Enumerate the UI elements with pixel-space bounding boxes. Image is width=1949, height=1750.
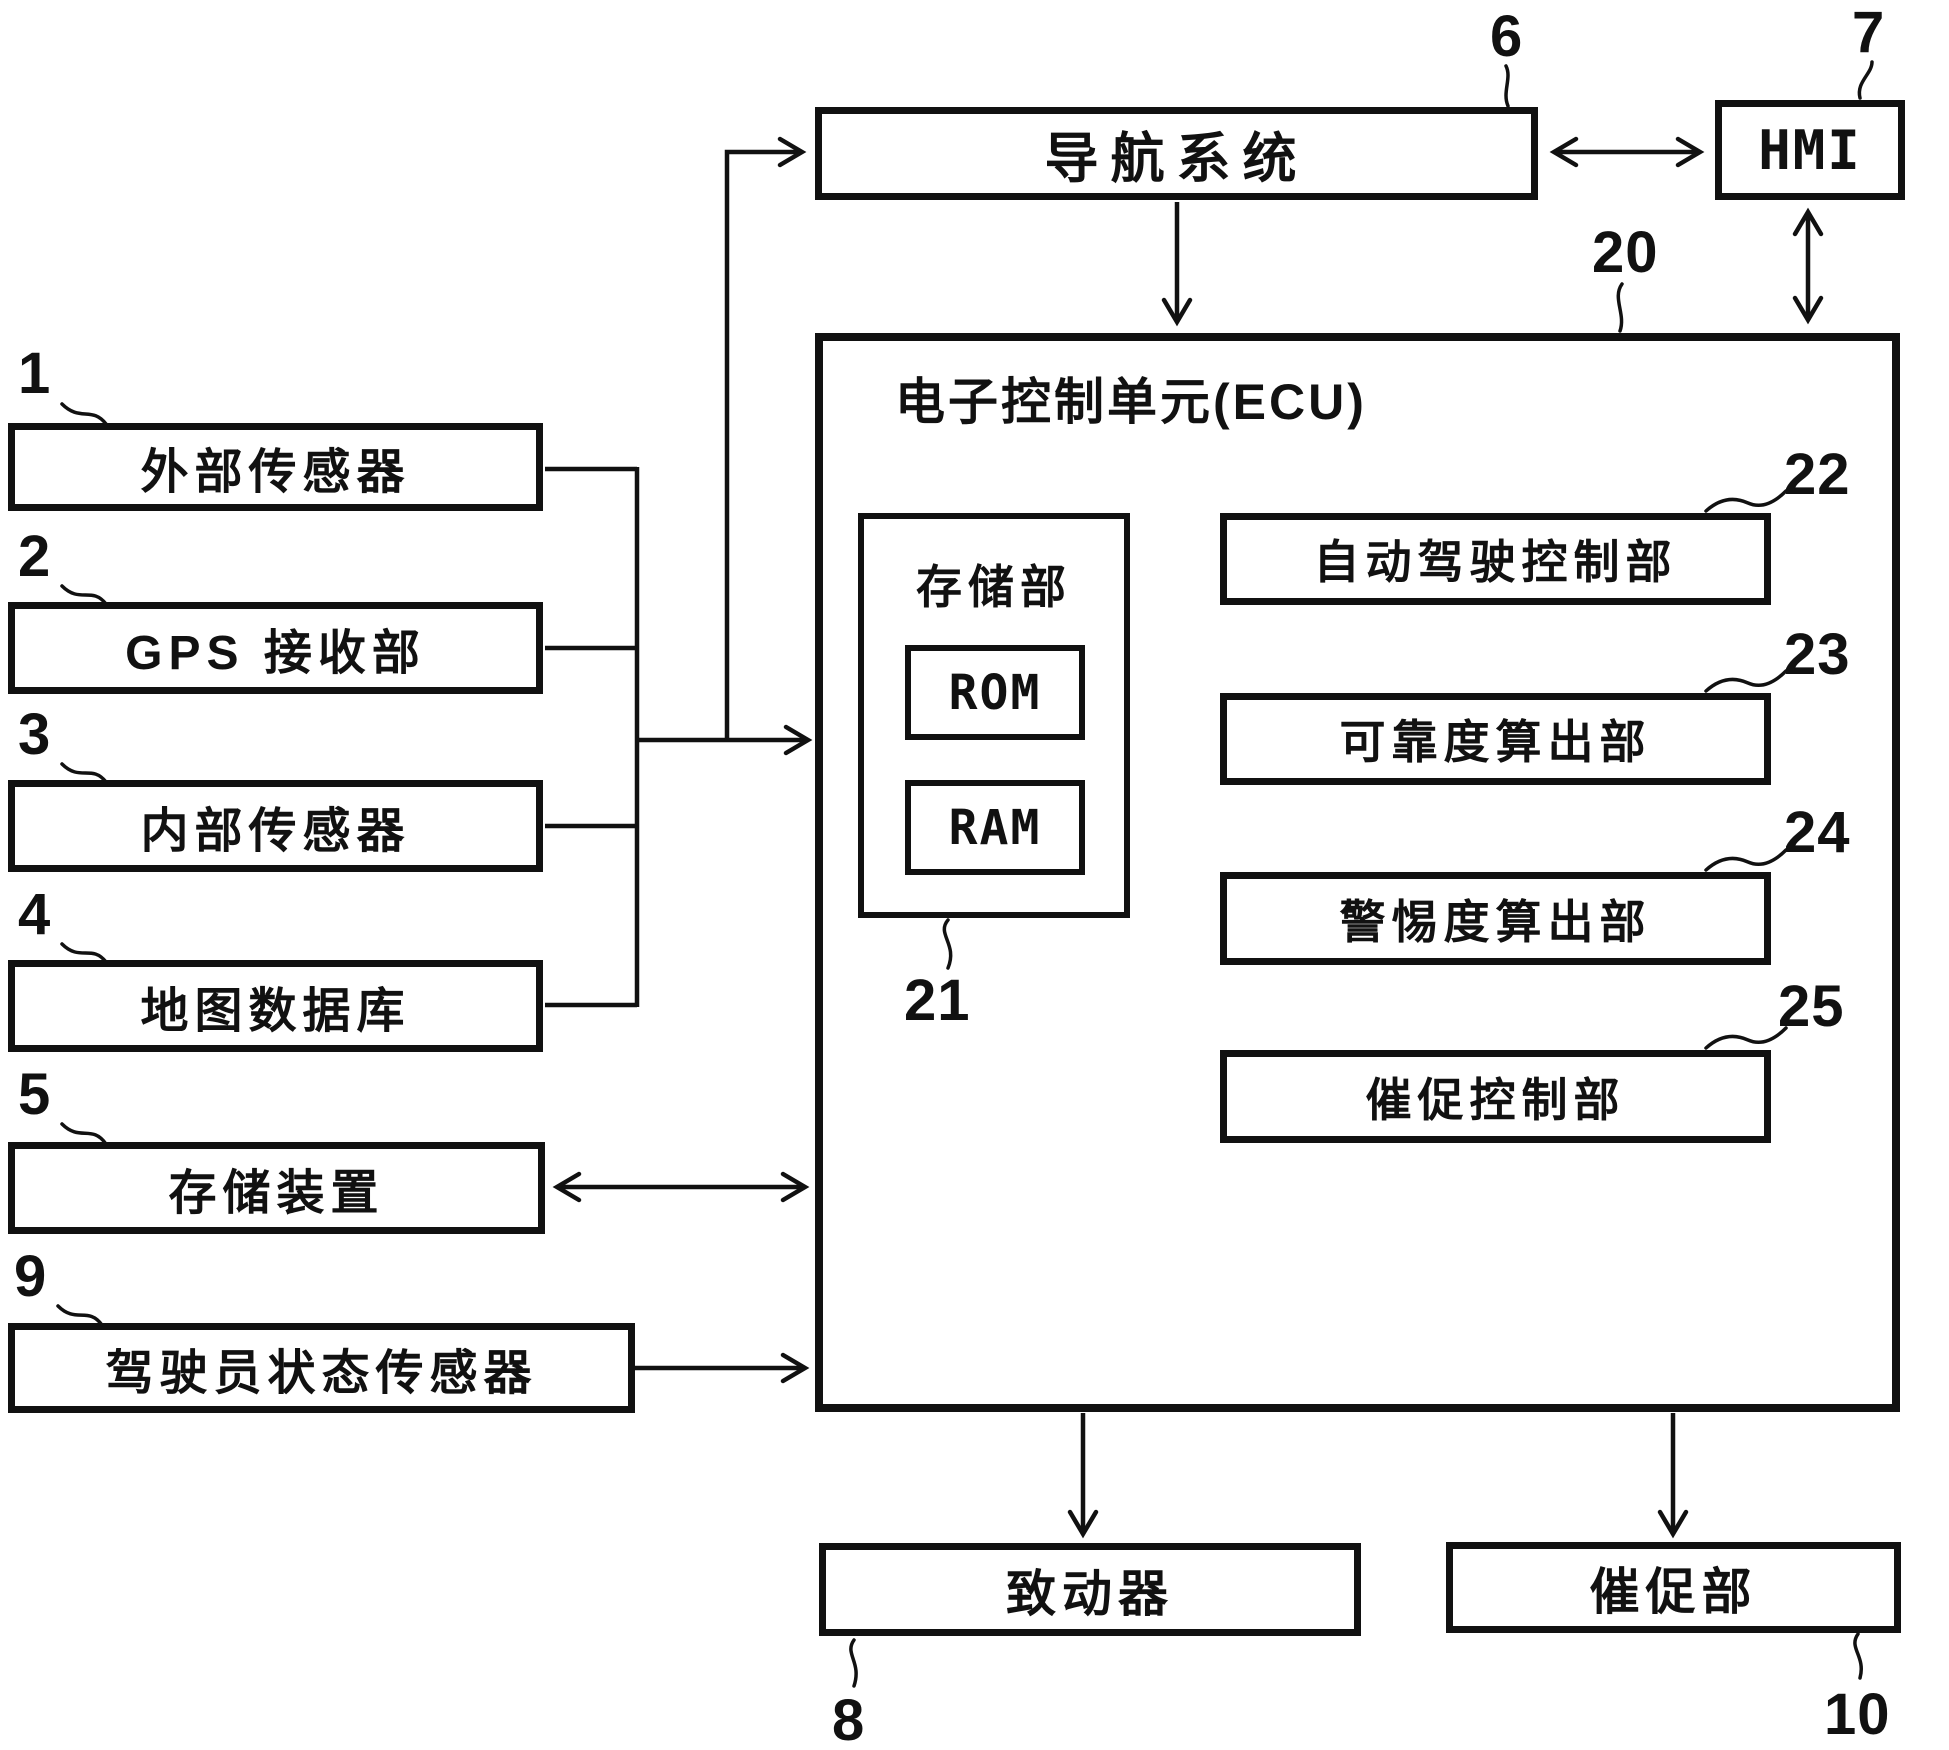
driver-state-sensor-label: 驾驶员状态传感器 (105, 1347, 538, 1400)
ref-label-25: 25 (1778, 974, 1845, 1039)
ref-squiggle-23 (1704, 669, 1788, 693)
ref-squiggle-21 (942, 918, 953, 970)
ref-squiggle-9 (56, 1304, 104, 1327)
gps-receiver-box: GPS 接收部 (8, 602, 543, 694)
autodrive-control-box: 自动驾驶控制部 (1220, 513, 1771, 605)
alertness-calc-box: 警惕度算出部 (1220, 872, 1771, 965)
gps-receiver-label: GPS 接收部 (125, 627, 426, 680)
ref-label-24: 24 (1784, 800, 1851, 865)
map-database-box: 地图数据库 (8, 960, 543, 1052)
ref-squiggle-3 (60, 762, 108, 784)
hmi-label: HMI (1758, 118, 1862, 182)
storage-unit-label: 存储部 (916, 561, 1072, 613)
ref-label-22: 22 (1784, 442, 1851, 507)
ref-label-8: 8 (832, 1688, 866, 1750)
ref-squiggle-7 (1857, 60, 1874, 100)
driver-state-sensor-box: 驾驶员状态传感器 (8, 1323, 635, 1413)
ref-squiggle-20 (1616, 282, 1624, 333)
navigation-system-box: 导航系统 (815, 107, 1538, 200)
ref-label-7: 7 (1852, 0, 1886, 65)
autodrive-control-label: 自动驾驶控制部 (1313, 536, 1678, 588)
ref-label-10: 10 (1824, 1682, 1891, 1747)
ref-squiggle-5 (60, 1122, 108, 1146)
ref-squiggle-2 (60, 584, 108, 606)
ref-label-1: 1 (18, 341, 52, 406)
reliability-calc-box: 可靠度算出部 (1220, 693, 1771, 785)
ref-label-4: 4 (18, 882, 52, 947)
prompt-control-box: 催促控制部 (1220, 1050, 1771, 1143)
storage-device-box: 存储装置 (8, 1142, 545, 1234)
ref-squiggle-25 (1704, 1026, 1788, 1050)
external-sensor-box: 外部传感器 (8, 423, 543, 511)
ref-squiggle-8 (849, 1638, 858, 1688)
rom-box: ROM (905, 645, 1085, 740)
ref-label-2: 2 (18, 524, 52, 589)
prompt-unit-box: 催促部 (1446, 1542, 1901, 1633)
external-sensor-label: 外部传感器 (140, 446, 411, 499)
alertness-calc-label: 警惕度算出部 (1339, 895, 1652, 948)
ref-squiggle-6 (1504, 64, 1510, 108)
hmi-box: HMI (1715, 100, 1905, 200)
rom-label: ROM (948, 664, 1042, 721)
ref-label-23: 23 (1784, 622, 1851, 687)
map-database-label: 地图数据库 (140, 985, 411, 1038)
ref-squiggle-10 (1853, 1632, 1863, 1680)
actuator-box: 致动器 (819, 1543, 1361, 1636)
ref-label-5: 5 (18, 1062, 52, 1127)
ref-squiggle-22 (1704, 489, 1788, 513)
ref-squiggle-4 (60, 942, 108, 964)
prompt-control-label: 催促控制部 (1365, 1073, 1626, 1126)
internal-sensor-box: 内部传感器 (8, 780, 543, 872)
ref-label-20: 20 (1592, 220, 1659, 285)
actuator-label: 致动器 (1006, 1565, 1174, 1622)
prompt-unit-label: 催促部 (1589, 1563, 1758, 1620)
ref-label-9: 9 (14, 1244, 48, 1309)
ref-squiggle-1 (60, 402, 108, 426)
ref-label-21: 21 (904, 968, 971, 1033)
ref-squiggle-24 (1704, 848, 1788, 872)
reliability-calc-label: 可靠度算出部 (1339, 716, 1652, 768)
ram-box: RAM (905, 780, 1085, 875)
ref-label-6: 6 (1490, 4, 1524, 69)
connector-bus-to-navigation-arrow (724, 136, 807, 740)
ram-label: RAM (948, 799, 1042, 856)
internal-sensor-label: 内部传感器 (140, 805, 411, 858)
ref-label-3: 3 (18, 702, 52, 767)
navigation-system-label: 导航系统 (1044, 129, 1309, 189)
ecu-title: 电子控制单元(ECU) (895, 374, 1367, 430)
storage-device-label: 存储装置 (168, 1167, 385, 1220)
